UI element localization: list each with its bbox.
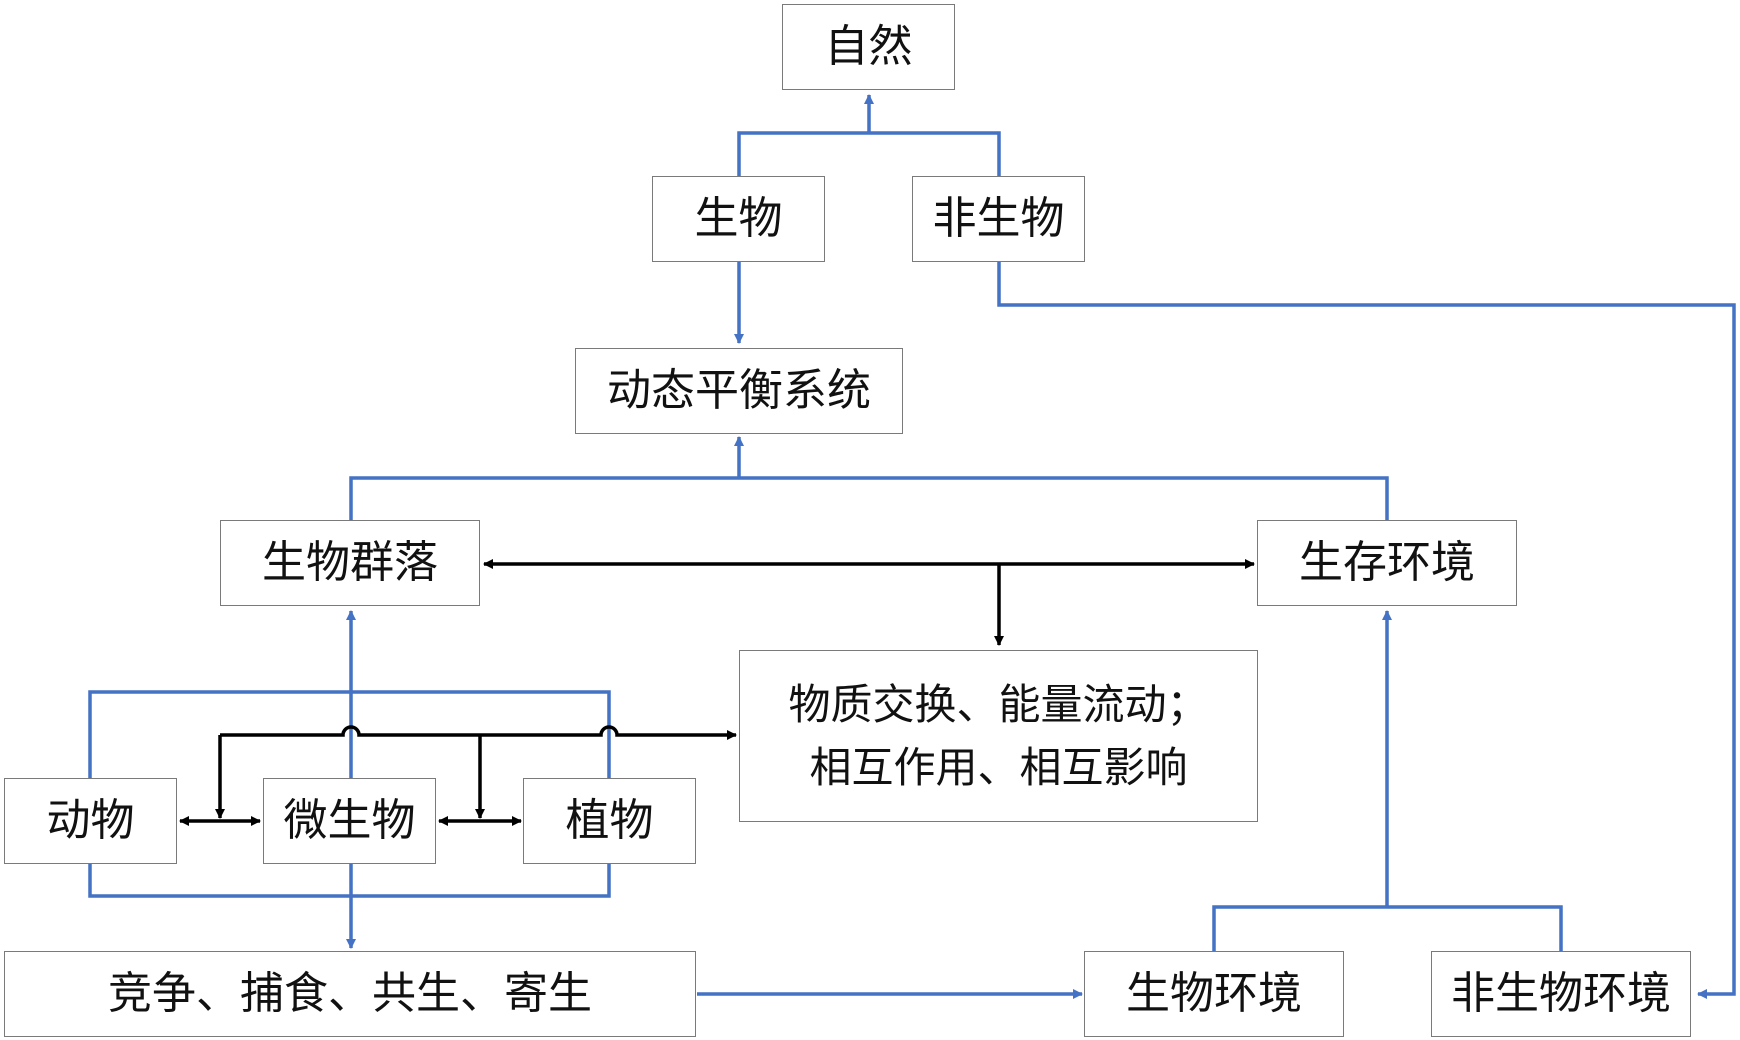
node-dynamic-balance-label: 动态平衡系统: [607, 365, 871, 417]
node-relations: 竞争、捕食、共生、寄生: [4, 951, 696, 1037]
node-non-living: 非生物: [912, 176, 1085, 262]
organisms-to-community-arrow: [88, 611, 611, 778]
node-living: 生物: [652, 176, 825, 262]
node-animal: 动物: [4, 778, 177, 864]
living-nonliving-to-nature-arrow: [737, 95, 1001, 176]
node-plant: 植物: [523, 778, 696, 864]
node-exchange-line2: 相互作用、相互影响: [809, 743, 1188, 792]
organisms-to-relations-arrow: [88, 864, 611, 948]
node-nature: 自然: [782, 4, 955, 90]
node-animal-label: 动物: [46, 795, 135, 847]
node-living-label: 生物: [694, 193, 783, 245]
node-dynamic-balance: 动态平衡系统: [575, 348, 903, 434]
community-env-to-balance-arrow: [349, 437, 1389, 520]
node-community-label: 生物群落: [262, 537, 438, 589]
node-community: 生物群落: [220, 520, 480, 606]
node-bio-environment-label: 生物环境: [1126, 968, 1302, 1020]
node-bio-environment: 生物环境: [1084, 951, 1344, 1037]
node-abiotic-environment: 非生物环境: [1431, 951, 1691, 1037]
node-nature-label: 自然: [824, 21, 913, 73]
node-exchange-line1: 物质交换、能量流动；: [788, 680, 1209, 729]
envs-to-living-env-arrow: [1212, 611, 1563, 951]
node-microbe: 微生物: [263, 778, 436, 864]
node-living-environment-label: 生存环境: [1299, 537, 1475, 589]
node-abiotic-environment-label: 非生物环境: [1451, 968, 1671, 1020]
node-non-living-label: 非生物: [932, 193, 1065, 245]
node-living-environment: 生存环境: [1257, 520, 1517, 606]
node-microbe-label: 微生物: [283, 795, 416, 847]
organisms-to-exchange-arrow: [220, 725, 737, 740]
node-plant-label: 植物: [565, 795, 654, 847]
node-relations-label: 竞争、捕食、共生、寄生: [108, 968, 592, 1020]
nonliving-to-abiotic-env-arrow: [997, 262, 1736, 999]
node-exchange: 物质交换、能量流动； 相互作用、相互影响: [739, 650, 1258, 822]
